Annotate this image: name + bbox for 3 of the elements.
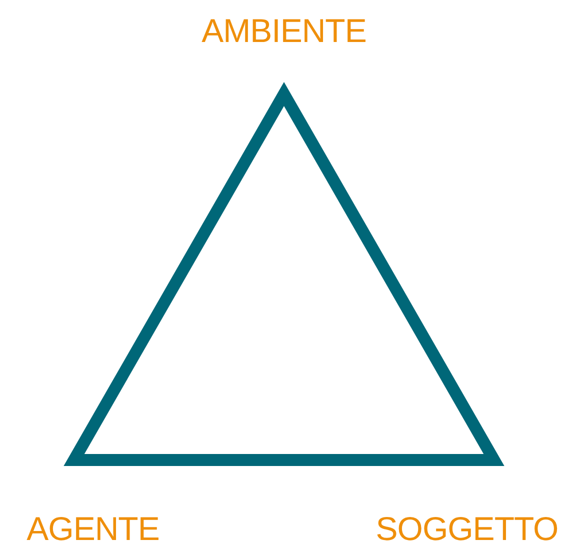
vertex-label: AMBIENTE (202, 14, 366, 47)
vertex-label: AGENTE (26, 512, 160, 544)
vertex-label: SOGGETTO (376, 512, 558, 544)
